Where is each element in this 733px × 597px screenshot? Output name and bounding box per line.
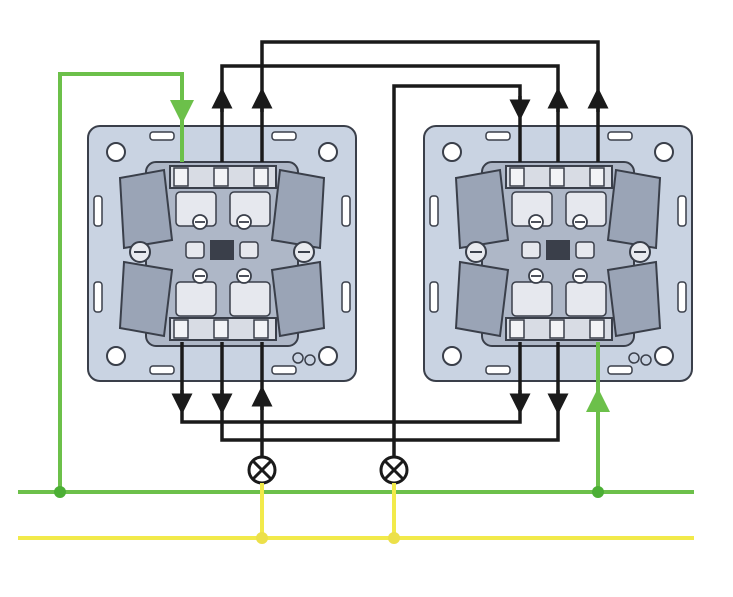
plate-slot	[677, 195, 687, 227]
traveller-bottom-outer	[180, 342, 522, 424]
plate-hole	[654, 346, 674, 366]
switch-right-claw	[606, 168, 662, 250]
junction-node	[54, 486, 66, 498]
plate-slot	[149, 365, 175, 375]
traveller-top-inner	[220, 64, 560, 162]
plate-hole	[442, 346, 462, 366]
switch-left	[87, 125, 357, 382]
switch-right	[423, 125, 693, 382]
switch-right-claw	[606, 260, 662, 338]
plate-hole	[106, 346, 126, 366]
plate-hole	[318, 346, 338, 366]
switch-left-claw	[270, 168, 326, 250]
switch-left-claw	[118, 168, 174, 250]
plate-slot	[607, 131, 633, 141]
lamp-2	[379, 455, 409, 485]
junction-node	[256, 532, 268, 544]
junction-node	[592, 486, 604, 498]
switch-right-claw	[454, 260, 510, 338]
plate-slot	[485, 131, 511, 141]
plate-hole	[318, 142, 338, 162]
switch-right-claw	[454, 168, 510, 250]
plate-slot	[429, 281, 439, 313]
switch-left-claw	[118, 260, 174, 338]
green-wire-left	[58, 72, 194, 492]
plate-slot	[677, 281, 687, 313]
lamp2-feed-top	[392, 84, 522, 458]
plate-slot	[485, 365, 511, 375]
switch-left-claw	[270, 260, 326, 338]
plate-slot	[341, 195, 351, 227]
plate-slot	[93, 195, 103, 227]
junction-node	[388, 532, 400, 544]
plate-slot	[271, 365, 297, 375]
plate-slot	[429, 195, 439, 227]
plate-hole	[442, 142, 462, 162]
plate-hole	[654, 142, 674, 162]
plate-slot	[607, 365, 633, 375]
plate-hole	[106, 142, 126, 162]
plate-slot	[341, 281, 351, 313]
plate-slot	[93, 281, 103, 313]
plate-slot	[149, 131, 175, 141]
lamp-1	[247, 455, 277, 485]
plate-slot	[271, 131, 297, 141]
